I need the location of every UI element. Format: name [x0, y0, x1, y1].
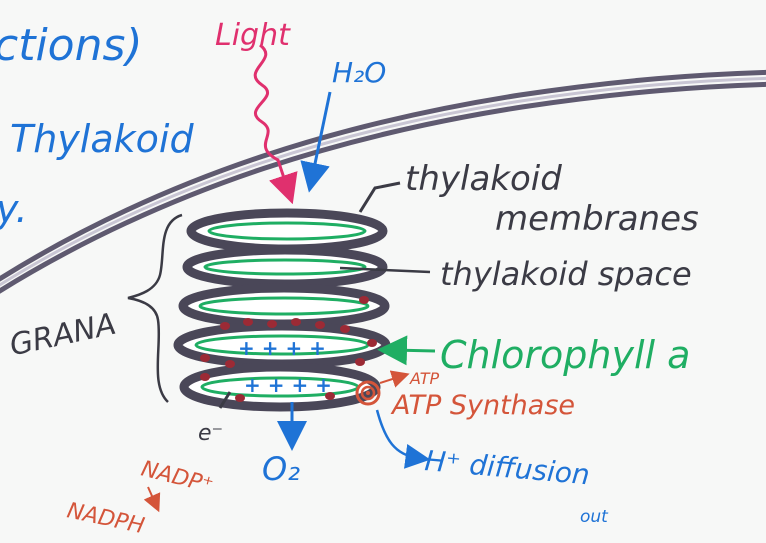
thylakoid-membranes-label-1: thylakoid — [405, 159, 562, 199]
atp-arrow — [380, 376, 402, 383]
water-label: H₂O — [332, 56, 386, 89]
thylakoid-disc — [183, 288, 385, 324]
thylakoid-space-label: thylakoid space — [440, 255, 692, 293]
chlorophyll-label: Chlorophyll a — [440, 333, 690, 377]
proton-row-upper: + + + + — [238, 336, 326, 360]
grana-brace — [128, 215, 182, 402]
y-fragment-label: y. — [0, 187, 28, 231]
light-label: Light — [215, 18, 291, 53]
chlorophyll-arrow — [392, 350, 435, 351]
grana-label: GRANA — [7, 307, 120, 364]
out-label: out — [580, 507, 609, 527]
atp-small-label: ATP — [409, 369, 440, 388]
thylakoid-disc — [187, 250, 383, 284]
electron-label: e⁻ — [198, 421, 223, 446]
nadph-label: NADPH — [65, 498, 147, 539]
proton-row-lower: + + + + — [244, 373, 332, 397]
thylakoid-disc — [191, 213, 383, 249]
reactions-fragment-label: ctions) — [0, 20, 143, 71]
thylakoid-membranes-label-2: membranes — [495, 199, 699, 239]
oxygen-label: O₂ — [262, 450, 300, 488]
h-diffusion-label: H⁺ diffusion — [423, 444, 591, 491]
thylakoid-fragment-label: Thylakoid — [10, 117, 194, 161]
atp-synthase-label: ATP Synthase — [390, 390, 575, 421]
nadp-arrow — [148, 487, 156, 505]
membranes-pointer — [360, 183, 400, 212]
